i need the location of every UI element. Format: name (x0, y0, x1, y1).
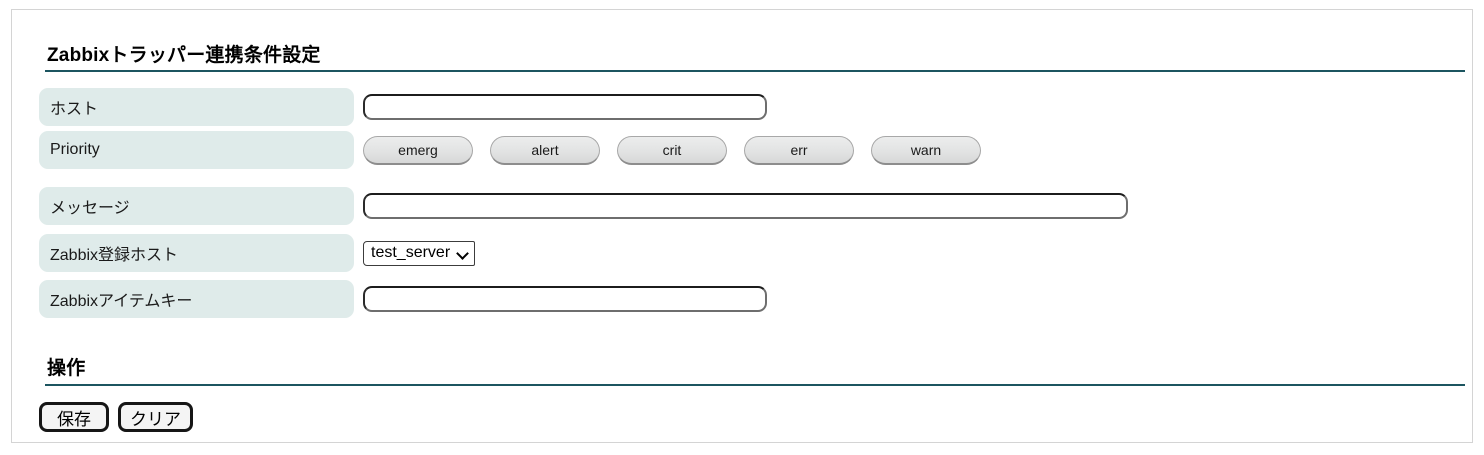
priority-button-err[interactable]: err (744, 135, 854, 165)
action-button-group: 保存 クリア (39, 402, 193, 432)
page-title: Zabbixトラッパー連携条件設定 (47, 45, 321, 66)
control-zabbix-item-key (363, 280, 767, 318)
message-input[interactable] (363, 193, 1128, 219)
settings-card: Zabbixトラッパー連携条件設定 ホスト Priority emerg ale… (11, 9, 1473, 443)
form-row-priority: Priority emerg alert crit err warn (12, 131, 1472, 169)
zabbix-host-select[interactable]: test_server (363, 240, 476, 266)
control-message (363, 187, 1128, 225)
form-row-zabbix-host: Zabbix登録ホスト test_server (12, 234, 1472, 272)
clear-button[interactable]: クリア (118, 402, 193, 432)
priority-button-group: emerg alert crit err warn (363, 135, 981, 165)
control-host (363, 88, 767, 126)
zabbix-item-key-input[interactable] (363, 286, 767, 312)
form-row-zabbix-item-key: Zabbixアイテムキー (12, 280, 1472, 318)
operation-heading: 操作 (47, 358, 86, 379)
host-input[interactable] (363, 94, 767, 120)
operation-divider (45, 384, 1465, 386)
title-divider (45, 70, 1465, 72)
form-row-host: ホスト (12, 88, 1472, 126)
label-zabbix-host: Zabbix登録ホスト (39, 234, 354, 272)
priority-button-alert[interactable]: alert (490, 135, 600, 165)
control-priority: emerg alert crit err warn (363, 131, 981, 169)
label-priority: Priority (39, 131, 354, 169)
control-zabbix-host: test_server (363, 234, 476, 272)
label-host: ホスト (39, 88, 354, 126)
priority-button-crit[interactable]: crit (617, 135, 727, 165)
save-button[interactable]: 保存 (39, 402, 109, 432)
chevron-down-icon (457, 248, 468, 259)
zabbix-host-selected-value: test_server (371, 244, 451, 261)
priority-button-warn[interactable]: warn (871, 135, 981, 165)
priority-button-emerg[interactable]: emerg (363, 135, 473, 165)
form-row-message: メッセージ (12, 187, 1472, 225)
label-zabbix-item-key: Zabbixアイテムキー (39, 280, 354, 318)
label-message: メッセージ (39, 187, 354, 225)
